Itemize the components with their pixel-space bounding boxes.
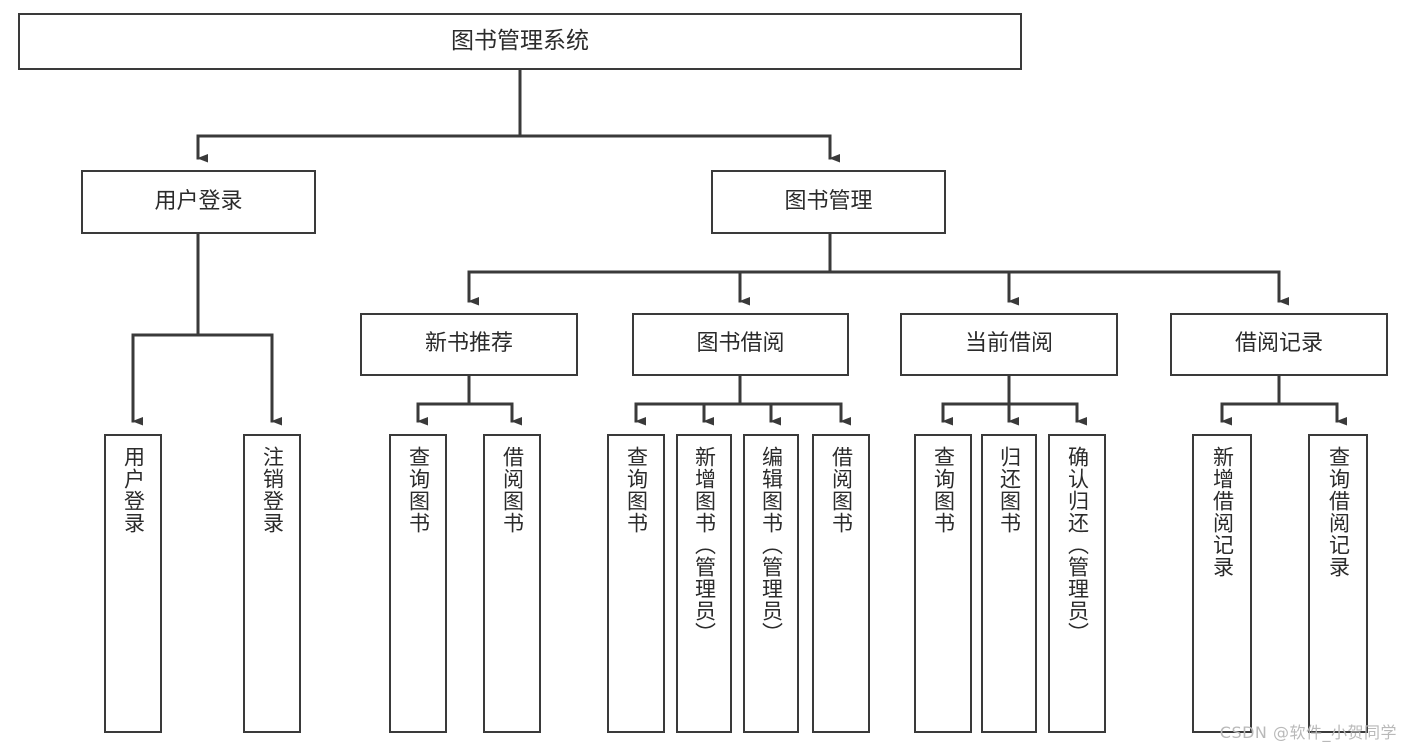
leaf-user-logout[interactable]: 注销登录 [243, 434, 301, 733]
node-borrow-record[interactable]: 借阅记录 [1170, 313, 1388, 376]
leaf-query-book-1-label: 查询图书 [406, 446, 431, 534]
leaf-edit-book-label: 编辑图书（管理员） [759, 446, 784, 644]
leaf-user-login[interactable]: 用户登录 [104, 434, 162, 733]
leaf-query-book-1[interactable]: 查询图书 [389, 434, 447, 733]
node-book-manage[interactable]: 图书管理 [711, 170, 946, 234]
node-current-borrow[interactable]: 当前借阅 [900, 313, 1118, 376]
node-current-borrow-label: 当前借阅 [964, 331, 1053, 357]
leaf-return-book-label: 归还图书 [997, 446, 1022, 534]
leaf-add-borrow-record-label: 新增借阅记录 [1210, 446, 1235, 578]
node-borrow-record-label: 借阅记录 [1234, 331, 1323, 357]
leaf-borrow-book-1[interactable]: 借阅图书 [483, 434, 541, 733]
node-root-label: 图书管理系统 [451, 27, 589, 54]
leaf-query-book-3-label: 查询图书 [931, 446, 956, 534]
leaf-borrow-book-2[interactable]: 借阅图书 [812, 434, 870, 733]
leaf-return-book[interactable]: 归还图书 [981, 434, 1037, 733]
leaf-add-book-label: 新增图书（管理员） [692, 446, 717, 644]
node-new-book-recommend-label: 新书推荐 [424, 331, 513, 357]
leaf-query-book-3[interactable]: 查询图书 [914, 434, 972, 733]
leaf-query-borrow-record-label: 查询借阅记录 [1326, 446, 1351, 578]
leaf-user-login-label: 用户登录 [121, 446, 146, 534]
node-book-borrow-label: 图书借阅 [696, 331, 785, 357]
leaf-confirm-return[interactable]: 确认归还（管理员） [1048, 434, 1106, 733]
leaf-edit-book[interactable]: 编辑图书（管理员） [743, 434, 799, 733]
leaf-borrow-book-1-label: 借阅图书 [500, 446, 525, 534]
node-book-borrow[interactable]: 图书借阅 [632, 313, 849, 376]
leaf-user-logout-label: 注销登录 [260, 446, 285, 534]
leaf-borrow-book-2-label: 借阅图书 [829, 446, 854, 534]
leaf-query-book-2-label: 查询图书 [624, 446, 649, 534]
node-root[interactable]: 图书管理系统 [18, 13, 1022, 70]
leaf-confirm-return-label: 确认归还（管理员） [1065, 446, 1090, 644]
leaf-add-book[interactable]: 新增图书（管理员） [676, 434, 732, 733]
watermark: CSDN @软件_小贺同学 [1219, 723, 1397, 742]
node-book-manage-label: 图书管理 [784, 188, 873, 214]
leaf-query-book-2[interactable]: 查询图书 [607, 434, 665, 733]
node-new-book-recommend[interactable]: 新书推荐 [360, 313, 578, 376]
node-user-login-label: 用户登录 [154, 188, 243, 214]
leaf-query-borrow-record[interactable]: 查询借阅记录 [1308, 434, 1368, 733]
leaf-add-borrow-record[interactable]: 新增借阅记录 [1192, 434, 1252, 733]
node-user-login[interactable]: 用户登录 [81, 170, 316, 234]
